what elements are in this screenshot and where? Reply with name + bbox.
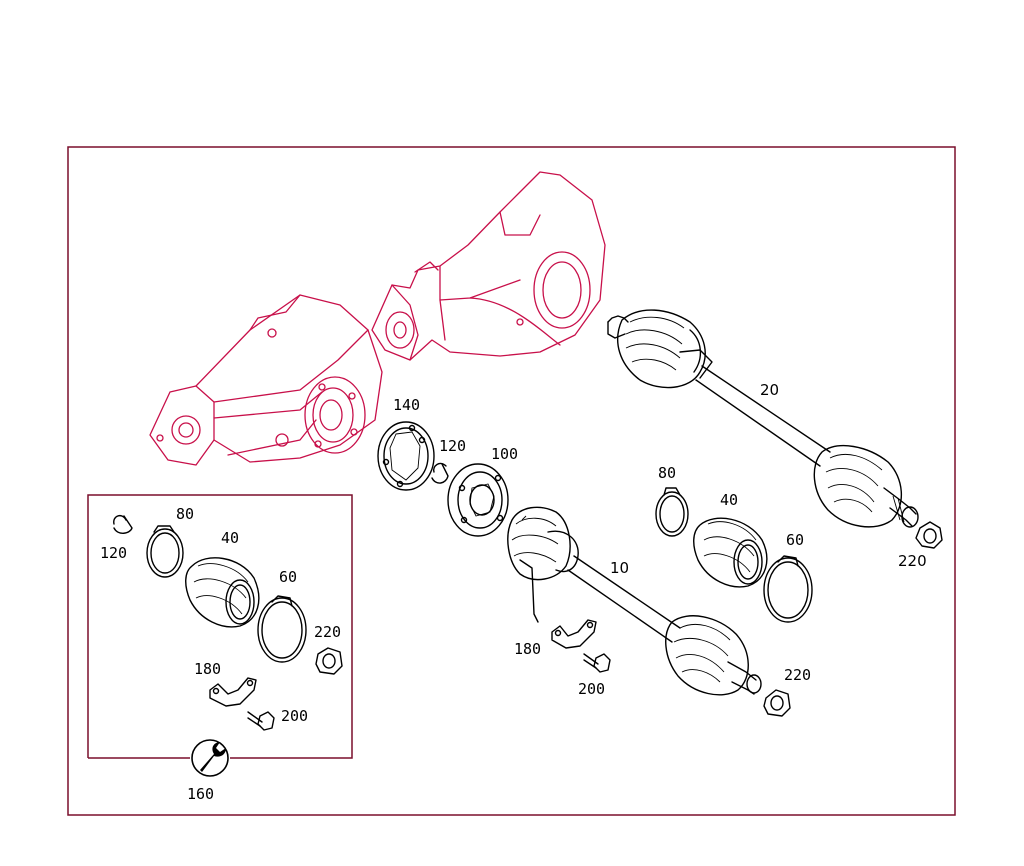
callout-120-center: 120: [439, 437, 466, 455]
axle-shaft-20: [607, 309, 919, 528]
flange-plate-140: [377, 421, 435, 491]
callout-120-kit: 120: [100, 544, 127, 562]
callout-80-kit: 80: [176, 505, 194, 523]
retaining-plate-180-kit: [209, 677, 257, 707]
callout-80-right: 80: [658, 464, 676, 482]
callout-40-right: 40: [720, 491, 738, 509]
bolt-200-center: [583, 653, 611, 673]
callout-60-right: 60: [786, 531, 804, 549]
callout-220-kit: 220: [314, 623, 341, 641]
diagram-frame: [67, 146, 956, 816]
boot-40-right: [693, 517, 768, 588]
callout-220-lower: 220: [784, 666, 811, 684]
callout-200-kit: 200: [281, 707, 308, 725]
callout-100: 100: [491, 445, 518, 463]
callout-220-upper: 220: [898, 552, 927, 570]
callout-200-center: 200: [578, 680, 605, 698]
nut-220-lower: [763, 689, 791, 717]
axle-shaft-10: [507, 506, 762, 696]
clamp-80-kit: [146, 525, 184, 578]
bolt-200-kit: [247, 711, 275, 731]
circlip-120-kit: [113, 514, 133, 534]
clamp-60-right: [763, 555, 813, 623]
nut-220-upper: [915, 521, 943, 549]
clamp-60-kit: [257, 595, 307, 663]
nut-220-kit: [315, 647, 343, 675]
cv-hub-100: [447, 463, 509, 537]
callout-10: 10: [610, 559, 629, 577]
repair-kit-inset: [87, 494, 353, 777]
clamp-80-right: [655, 487, 689, 537]
differential-housing: [149, 171, 606, 466]
callout-180-center: 180: [514, 640, 541, 658]
retaining-plate-180-center: [551, 619, 597, 649]
callout-20: 20: [760, 381, 779, 399]
circlip-120-center: [431, 462, 449, 484]
callout-60-kit: 60: [279, 568, 297, 586]
callout-140: 140: [393, 396, 420, 414]
callouts: 20 10 140 120 100 80 40 60 220 220 180 2…: [100, 381, 927, 803]
callout-40-kit: 40: [221, 529, 239, 547]
wrench-icon: [191, 739, 229, 777]
callout-180-kit: 180: [194, 660, 221, 678]
boot-40-kit: [185, 557, 260, 628]
callout-160: 160: [187, 785, 214, 803]
